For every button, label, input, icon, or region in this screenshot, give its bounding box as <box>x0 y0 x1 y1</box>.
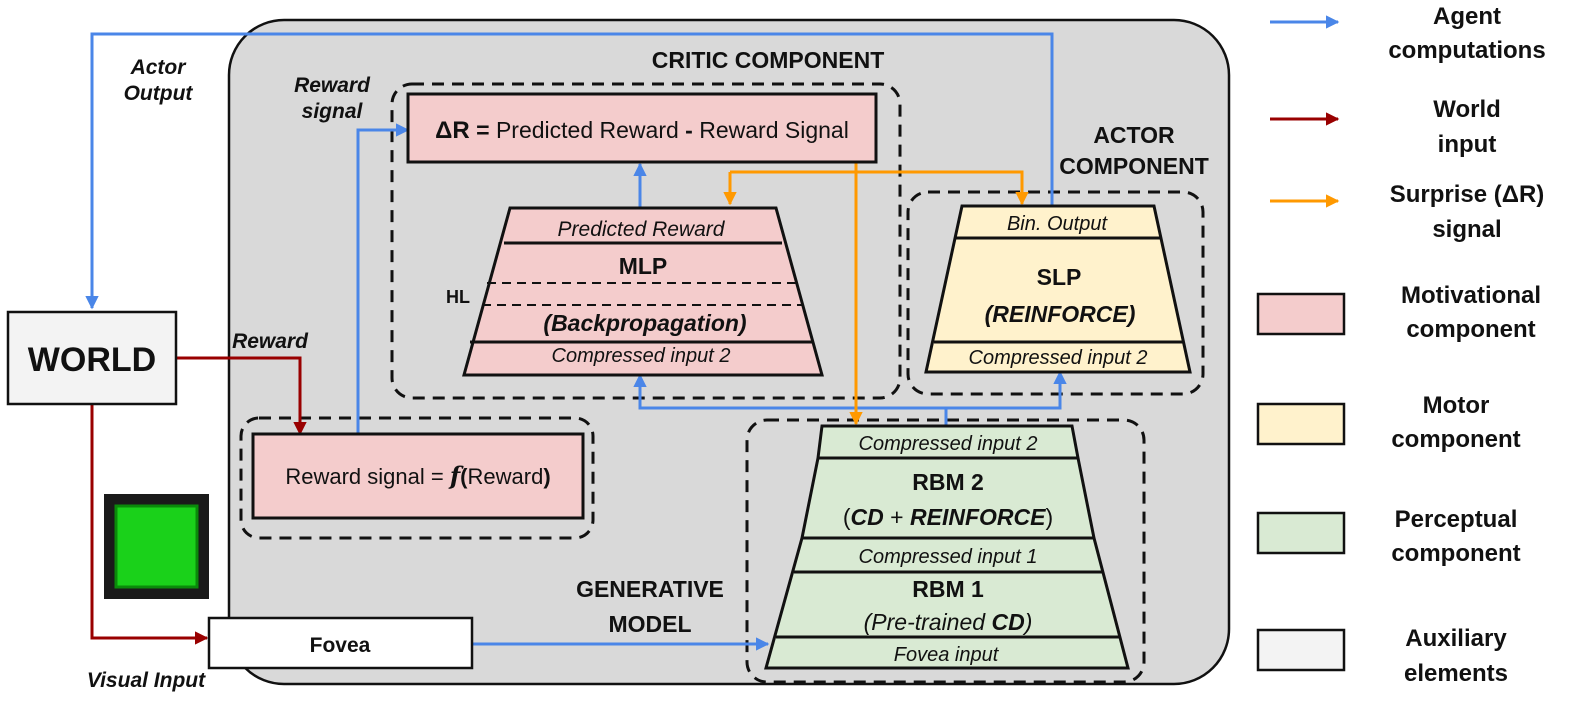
actor-output-label-1: Actor <box>130 56 188 79</box>
legend-motor-label-2: component <box>1391 426 1520 453</box>
legend-auxiliary-label-2: elements <box>1404 660 1508 687</box>
slp-bottom-label: Compressed input 2 <box>969 347 1148 369</box>
reward-function-open: ( <box>460 464 468 489</box>
reward-function-arg: Reward <box>468 464 544 489</box>
rbm2-method: (CD + REINFORCE) <box>843 504 1053 530</box>
reward-function-box <box>251 432 585 520</box>
generative-title-1: GENERATIVE <box>576 576 724 602</box>
mlp-name: MLP <box>619 253 668 279</box>
predicted-reward-term: Predicted Reward <box>496 117 679 143</box>
reward-function-label: Reward signal = f(Reward) <box>285 461 550 490</box>
legend-world-label-1: World <box>1433 96 1501 123</box>
legend-motor-label-1: Motor <box>1423 392 1490 419</box>
generative-title-2: MODEL <box>608 611 691 637</box>
reward-signal-term: Reward Signal <box>699 117 849 143</box>
reward-signal-label-1: Reward <box>294 74 371 97</box>
legend-motor-swatch <box>1256 402 1346 446</box>
reward-function-f: f <box>448 461 464 490</box>
slp-top-label: Bin. Output <box>1007 213 1109 235</box>
rbm2-top-label: Compressed input 2 <box>859 433 1038 455</box>
mlp-bottom-label: Compressed input 2 <box>552 345 731 367</box>
rbm1-top-label: Compressed input 1 <box>859 546 1038 568</box>
legend-agent-label-1: Agent <box>1433 3 1501 30</box>
legend-motivational-swatch <box>1256 292 1346 336</box>
rbm2-method-open: ( <box>843 504 851 530</box>
actor-output-label-2: Output <box>124 82 194 105</box>
surprise-to-slp-arrow <box>730 170 1029 206</box>
rbm1-method-close: ) <box>1022 609 1033 635</box>
legend-agent-label-2: computations <box>1388 37 1545 64</box>
legend-perceptual-label-2: component <box>1391 540 1520 567</box>
fovea-box <box>207 616 474 670</box>
world-label: WORLD <box>28 341 156 379</box>
world-reward-arrow <box>176 356 307 436</box>
actor-output-arrow <box>85 32 1054 310</box>
mlp-method: (Backpropagation) <box>543 310 746 336</box>
rbm2-method-plus: + <box>890 504 903 530</box>
legend-surprise-label-2: signal <box>1432 216 1501 243</box>
reward-signal-arrow <box>356 123 410 434</box>
visual-input-label: Visual Input <box>87 669 206 692</box>
rbm1-name: RBM 1 <box>912 576 984 602</box>
legend-perceptual-swatch <box>1256 511 1346 555</box>
delta-equation: ΔR = Predicted Reward - Reward Signal <box>435 117 849 144</box>
critic-title: CRITIC COMPONENT <box>652 47 885 73</box>
reward-label: Reward <box>232 330 309 353</box>
rbm-trapezoid <box>764 424 1130 670</box>
delta-box <box>406 92 878 164</box>
delta-equals: = <box>476 117 489 143</box>
legend-perceptual-label-1: Perceptual <box>1395 506 1518 533</box>
mlp-hl-label: HL <box>446 287 470 307</box>
actor-boundary <box>906 190 1205 396</box>
reward-function-prefix: Reward signal = <box>285 464 443 489</box>
reward-boundary <box>239 416 595 540</box>
critic-boundary <box>390 82 902 400</box>
generative-boundary <box>745 418 1146 684</box>
rbm1-method-open: (Pre-trained <box>864 609 987 635</box>
legend-auxiliary-swatch <box>1256 628 1346 672</box>
green-square <box>114 504 199 589</box>
slp-method: (REINFORCE) <box>985 301 1136 327</box>
mlp-top-label: Predicted Reward <box>558 218 726 241</box>
rbm2-method-cd: CD <box>851 504 884 530</box>
slp-name: SLP <box>1037 264 1082 290</box>
fovea-label: Fovea <box>310 634 371 657</box>
delta-minus: - <box>685 117 693 143</box>
rbm1-method-cd: CD <box>991 609 1024 635</box>
legend-world-label-2: input <box>1438 131 1497 158</box>
rbm-to-slp-arrow <box>946 370 1067 410</box>
rbm-bottom-label: Fovea input <box>894 644 1000 666</box>
rbm-to-mlp-arrow <box>633 373 948 426</box>
slp-trapezoid <box>924 204 1192 374</box>
delta-symbol: ΔR <box>435 117 470 144</box>
rbm2-method-reinforce: REINFORCE <box>910 504 1046 530</box>
legend-motivational-label-1: Motivational <box>1401 282 1541 309</box>
actor-title-2: COMPONENT <box>1059 153 1209 179</box>
reward-function-close: ) <box>543 464 550 489</box>
mlp-trapezoid <box>462 206 824 377</box>
legend-motivational-label-2: component <box>1406 316 1535 343</box>
rbm2-name: RBM 2 <box>912 469 984 495</box>
reward-signal-label-2: signal <box>302 100 364 123</box>
visual-input-arrow <box>90 404 209 645</box>
rbm2-method-close: ) <box>1045 504 1053 530</box>
legend-surprise-label-1: Surprise (ΔR) <box>1390 181 1545 208</box>
legend-auxiliary-label-1: Auxiliary <box>1405 625 1507 652</box>
world-box <box>6 310 178 406</box>
rbm1-method: (Pre-trained CD) <box>864 609 1033 635</box>
actor-title-1: ACTOR <box>1093 122 1175 148</box>
